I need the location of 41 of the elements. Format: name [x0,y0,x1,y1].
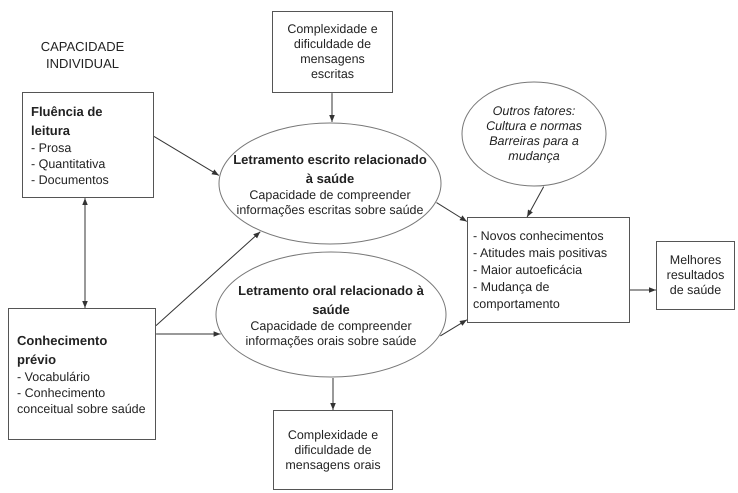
list-item: - Vocabulário [17,369,91,385]
ellipse-node [218,122,442,245]
list-item: - Prosa [31,140,72,156]
node-text: Complexidade e dificuldade de mensagens orais [284,428,382,472]
node-text: Complexidade e dificuldade de mensagens escritas [286,22,379,82]
ellipse-node [461,81,607,187]
node-text: Outros fatores: [492,104,576,119]
arrow [156,331,222,337]
process-box [22,92,154,198]
node-heading: Letramento oral relacionado à saúde [237,282,425,318]
arrow [436,202,468,222]
arrow [526,186,544,218]
node-text: Cultura e normas [486,119,582,134]
arrow [630,287,656,293]
node-heading: Conhecimento prévio [17,332,108,369]
ellipse-node [215,251,447,378]
process-box [272,11,393,93]
list-item: - Mudança de comportamento [473,278,561,312]
arrow [330,378,336,410]
list-item: - Quantitativa [31,156,106,172]
arrow [82,198,88,308]
arrow [154,136,220,176]
arrow [156,231,261,326]
node-text: Barreiras para a mudança [488,134,580,164]
arrow [329,92,335,122]
list-item: - Maior autoeficácia [473,262,584,278]
node-heading: Fluência de leitura [31,103,104,140]
node-text: Melhores resultados de saúde [666,253,726,298]
process-box [656,241,735,310]
process-box [273,410,393,490]
arrow [440,319,468,336]
process-box [8,308,156,440]
section-heading: CAPACIDADE INDIVIDUAL [40,38,126,72]
list-item: - Conhecimento conceitual sobre saúde [17,385,147,417]
process-box [467,217,630,323]
node-heading: Letramento escrito relacionado à saúde [232,150,428,188]
list-item: - Documentos [31,172,110,188]
list-item: - Atitudes mais positivas [473,244,608,262]
node-text: Capacidade de compreender informações escritas sobre saúde [236,188,424,218]
list-item: - Novos conhecimentos [473,228,605,244]
node-text: Capacidade de compreender informações orais sobre saúde [244,318,418,348]
